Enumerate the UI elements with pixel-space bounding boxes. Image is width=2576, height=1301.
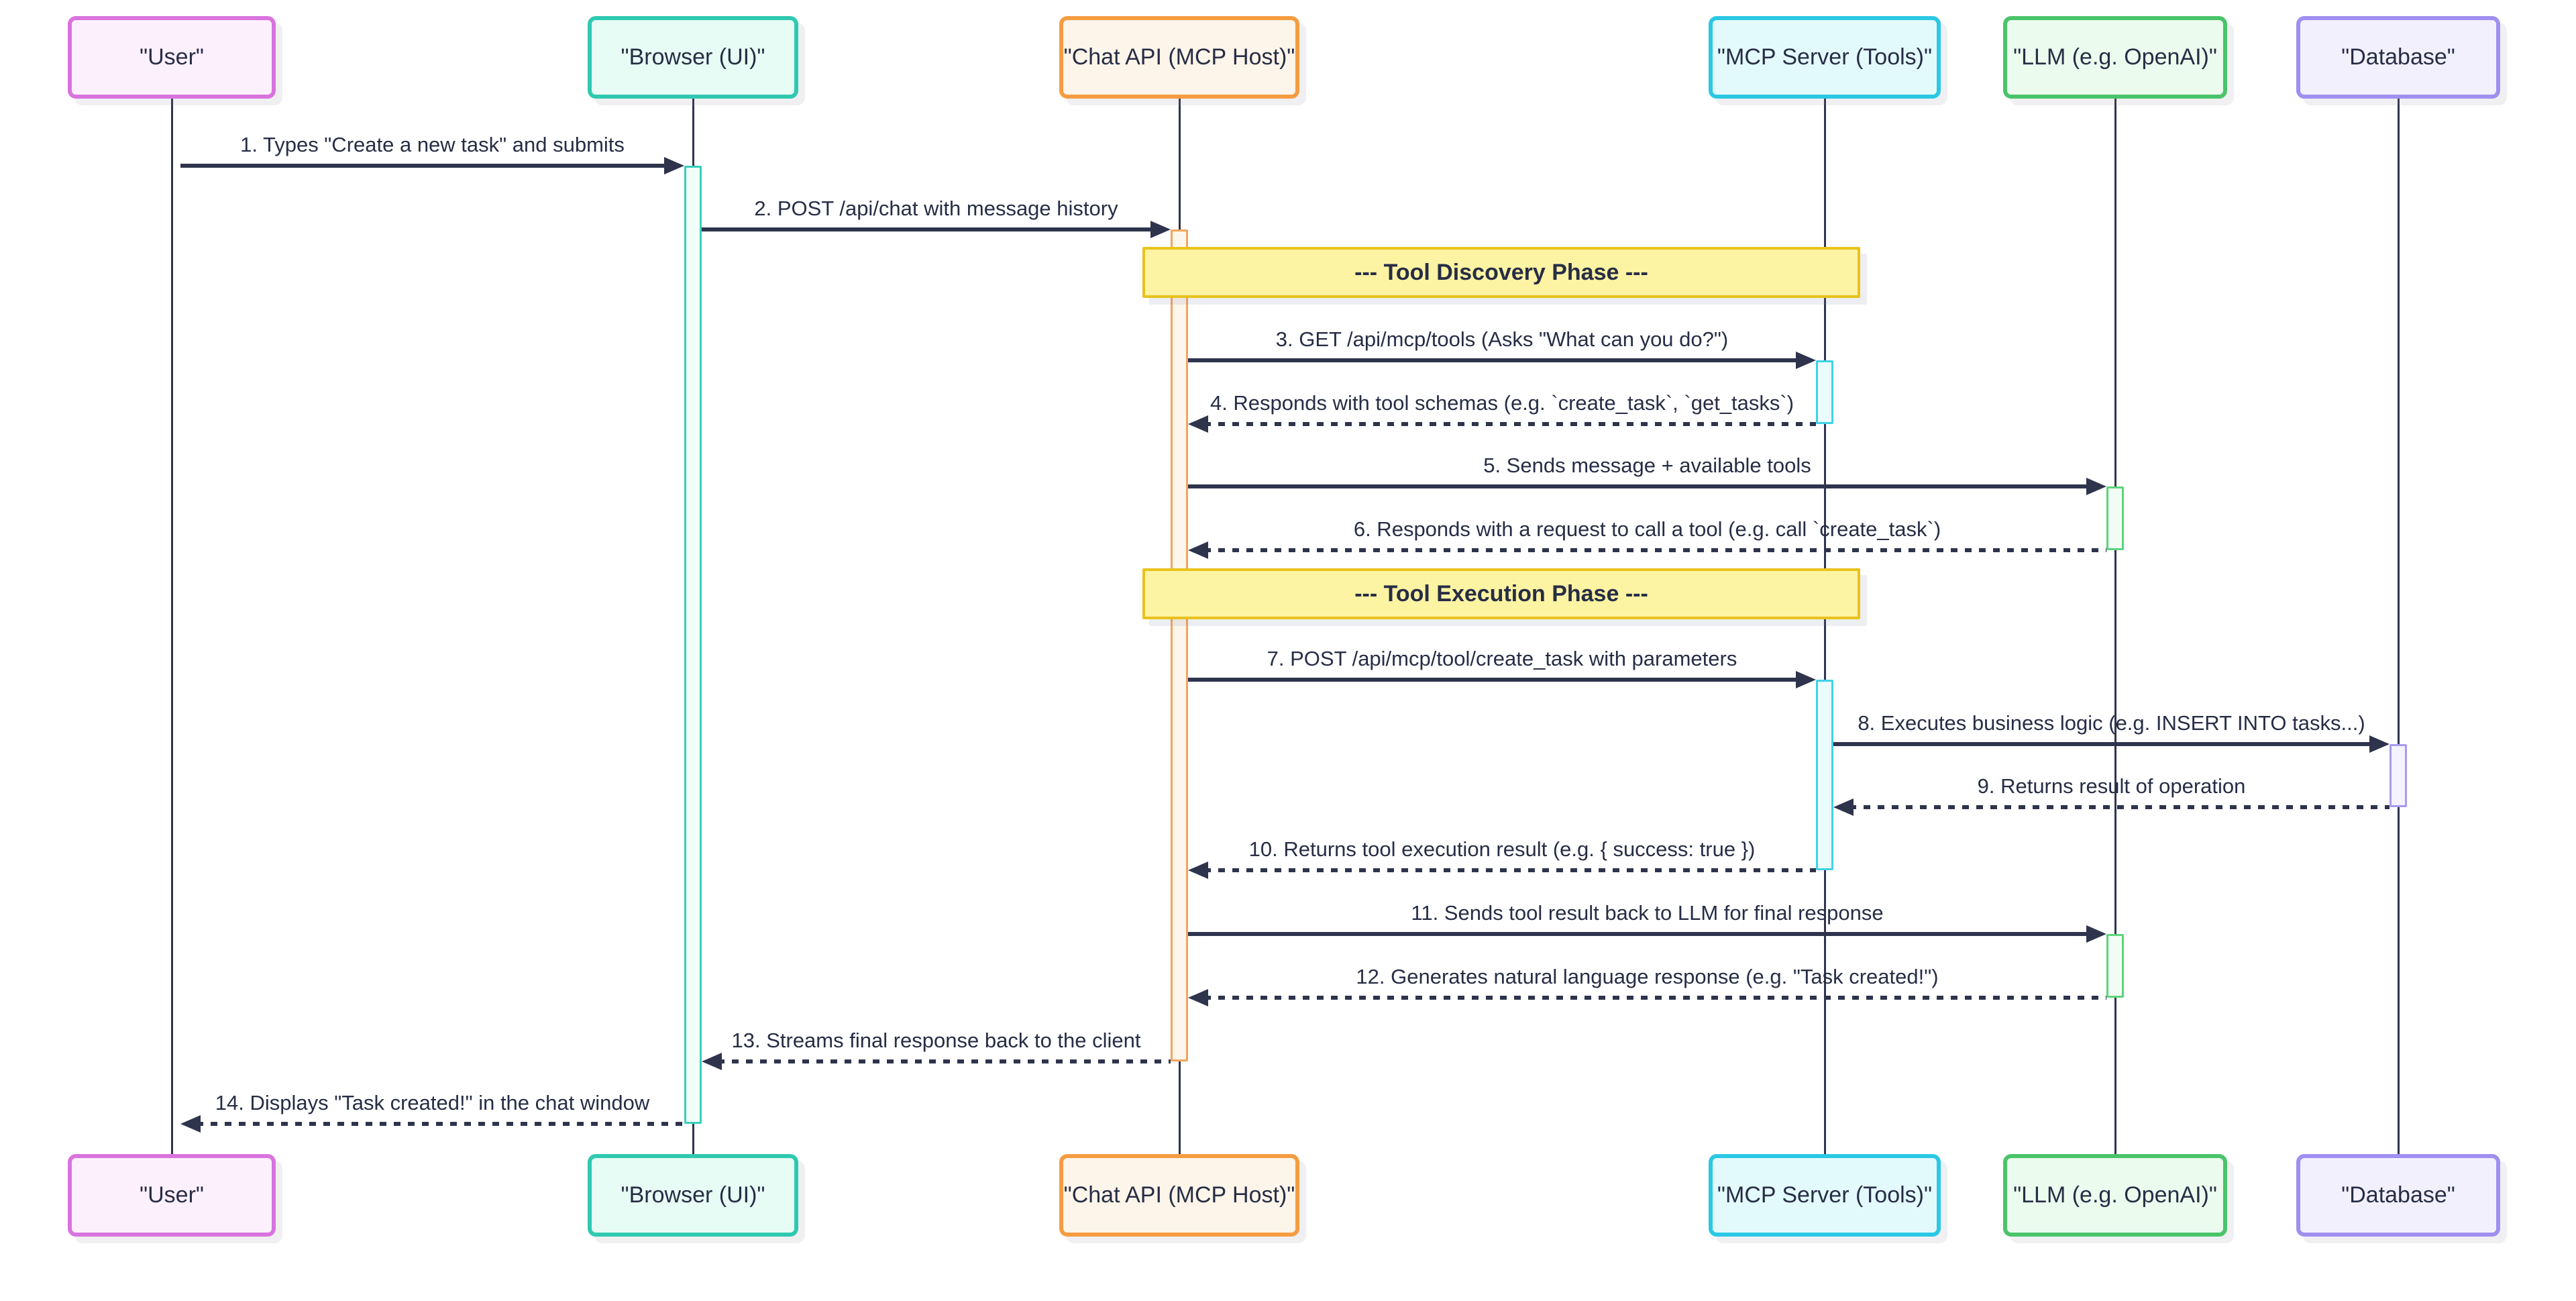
message-line-2 (702, 227, 1155, 231)
activation-llm (2106, 934, 2124, 998)
message-label-3: 3. GET /api/mcp/tools (Asks "What can yo… (1275, 327, 1729, 351)
message-line-12 (1204, 996, 2106, 1000)
message-label-10: 10. Returns tool execution result (e.g. … (1248, 837, 1756, 861)
message-label-7: 7. POST /api/mcp/tool/create_task with p… (1267, 647, 1737, 670)
message-arrowhead-7 (1796, 671, 1816, 688)
message-arrowhead-14 (180, 1115, 201, 1133)
participant-top-llm: "LLM (e.g. OpenAI)" (2003, 16, 2227, 99)
activation-db (2390, 744, 2407, 807)
activation-llm (2106, 486, 2124, 550)
message-label-6: 6. Responds with a request to call a too… (1353, 517, 1941, 541)
message-line-7 (1188, 678, 1800, 682)
message-label-8: 8. Executes business logic (e.g. INSERT … (1858, 711, 2365, 735)
message-line-11 (1188, 932, 2090, 936)
message-arrowhead-6 (1188, 541, 1208, 559)
message-line-9 (1849, 805, 2390, 809)
message-label-9: 9. Returns result of operation (1977, 774, 2246, 798)
lifeline-db (2397, 97, 2400, 1155)
participant-top-user: "User" (68, 16, 276, 99)
message-label-1: 1. Types "Create a new task" and submits (240, 133, 625, 156)
lifeline-mcp (1823, 97, 1826, 1155)
participant-bottom-llm: "LLM (e.g. OpenAI)" (2003, 1154, 2227, 1237)
activation-mcp (1816, 680, 1833, 870)
participant-bottom-browser: "Browser (UI)" (588, 1154, 798, 1237)
message-arrowhead-9 (1833, 798, 1854, 816)
message-arrowhead-5 (2086, 478, 2106, 495)
message-arrowhead-3 (1796, 352, 1816, 369)
activation-browser (684, 166, 702, 1124)
message-arrowhead-11 (2086, 925, 2106, 943)
message-arrowhead-1 (664, 157, 684, 174)
message-arrowhead-4 (1188, 415, 1208, 433)
participant-top-db: "Database" (2296, 16, 2500, 99)
message-line-14 (197, 1122, 684, 1126)
participant-top-chatapi: "Chat API (MCP Host)" (1059, 16, 1299, 99)
message-label-12: 12. Generates natural language response … (1356, 965, 1939, 988)
message-line-4 (1204, 422, 1816, 426)
activation-chatapi (1171, 229, 1188, 1061)
message-arrowhead-13 (702, 1053, 722, 1070)
message-label-5: 5. Sends message + available tools (1483, 454, 1811, 477)
message-line-8 (1833, 742, 2373, 746)
phase-note-2: --- Tool Execution Phase --- (1142, 568, 1860, 619)
message-arrowhead-12 (1188, 989, 1208, 1006)
message-line-6 (1204, 548, 2106, 552)
participant-bottom-mcp: "MCP Server (Tools)" (1709, 1154, 1941, 1237)
message-label-14: 14. Displays "Task created!" in the chat… (215, 1091, 650, 1114)
message-line-1 (180, 164, 668, 168)
message-arrowhead-2 (1150, 221, 1171, 238)
participant-top-browser: "Browser (UI)" (588, 16, 798, 99)
lifeline-user (170, 97, 173, 1155)
message-label-11: 11. Sends tool result back to LLM for fi… (1411, 901, 1884, 925)
message-line-10 (1204, 868, 1816, 872)
participant-top-mcp: "MCP Server (Tools)" (1709, 16, 1941, 99)
participant-bottom-db: "Database" (2296, 1154, 2500, 1237)
participant-bottom-user: "User" (68, 1154, 276, 1237)
lifeline-llm (2114, 97, 2116, 1155)
message-line-13 (718, 1059, 1171, 1063)
message-label-13: 13. Streams final response back to the c… (731, 1029, 1141, 1052)
message-line-3 (1188, 358, 1800, 362)
activation-mcp (1816, 360, 1833, 424)
message-arrowhead-8 (2369, 735, 2390, 753)
participant-bottom-chatapi: "Chat API (MCP Host)" (1059, 1154, 1299, 1237)
phase-note-1: --- Tool Discovery Phase --- (1142, 247, 1860, 298)
message-line-5 (1188, 484, 2090, 488)
message-label-2: 2. POST /api/chat with message history (754, 197, 1118, 220)
message-arrowhead-10 (1188, 862, 1208, 879)
message-label-4: 4. Responds with tool schemas (e.g. `cre… (1210, 391, 1794, 415)
